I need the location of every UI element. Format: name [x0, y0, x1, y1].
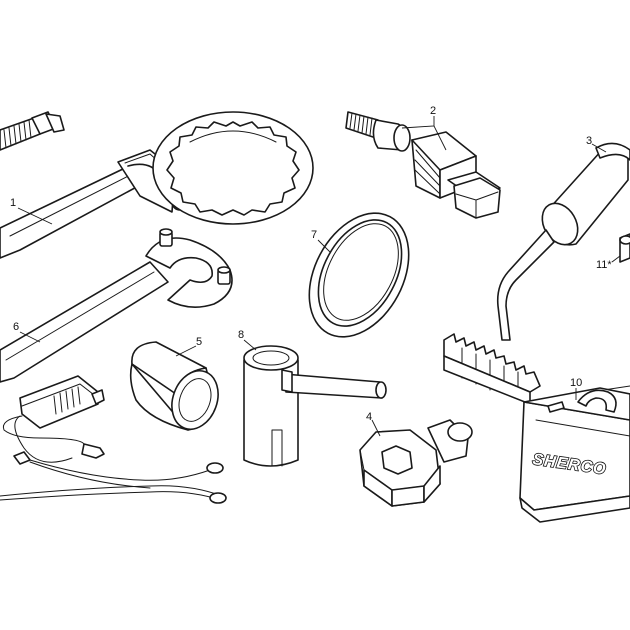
callout-6: 6	[13, 321, 19, 333]
part-8-t-bar-tool	[243, 345, 387, 467]
callout-2: 2	[430, 105, 436, 117]
leader-lines	[17, 116, 621, 437]
callout-3: 3	[586, 135, 592, 147]
callout-11: 11*	[596, 259, 612, 271]
part-2-threaded-adapter	[345, 111, 501, 219]
callout-8: 8	[238, 329, 244, 341]
battery-charger	[0, 375, 227, 504]
callout-4: 4	[366, 411, 372, 423]
part-6-pin-spanner	[0, 228, 233, 383]
part-7-seal-ring	[308, 212, 410, 338]
part-1-ring-wrench	[0, 111, 314, 259]
callout-labels: 1 2 3 4 5 6 7 8 10 11*	[10, 105, 612, 423]
threaded-adapter-hose	[0, 111, 65, 151]
part-11-nut	[619, 233, 630, 263]
part-5-sleeve	[129, 341, 219, 431]
callout-7: 7	[311, 229, 317, 241]
part-4-hex-socket	[359, 419, 473, 507]
part-10-tool-case: SHERCO	[519, 385, 630, 523]
callout-1: 1	[10, 197, 16, 209]
callout-5: 5	[196, 336, 202, 348]
part-3-gear-holder	[443, 142, 630, 405]
callout-10: 10	[570, 377, 582, 389]
